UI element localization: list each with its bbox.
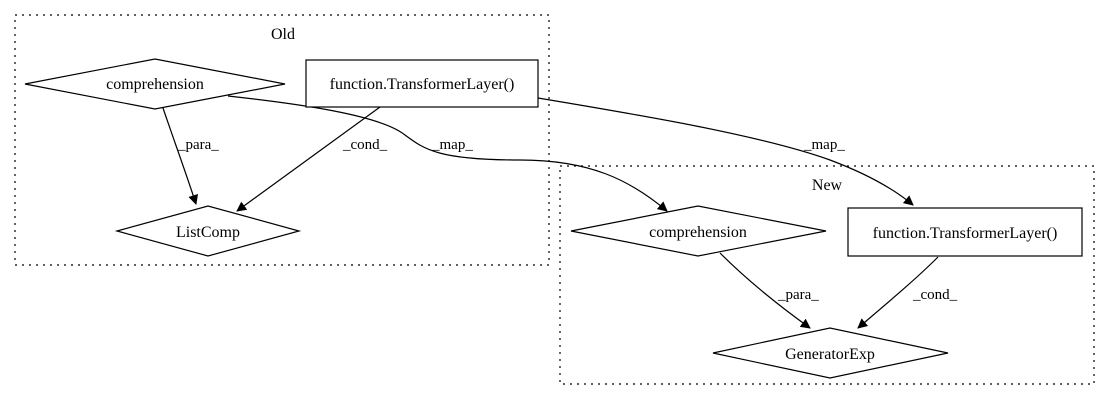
edge-label: _para_	[777, 287, 819, 303]
edge-label: _map_	[803, 137, 845, 153]
node-label: function.TransformerLayer()	[330, 76, 515, 93]
edge-new-transformer-to-generatorexp: _cond_	[857, 256, 958, 329]
diamond-shape	[712, 327, 949, 379]
node-new-generatorexp[interactable]: GeneratorExp	[712, 327, 949, 379]
cluster-new-border	[559, 165, 1095, 385]
edge-path	[161, 104, 198, 205]
edge-old-comprehension-to-new-comprehension: _map_	[227, 95, 668, 212]
diamond-shape	[114, 205, 302, 257]
box-shape	[847, 207, 1083, 257]
node-label: comprehension	[106, 76, 204, 93]
edge-path	[227, 95, 668, 212]
edge-label: _map_	[431, 137, 473, 153]
diamond-shape	[24, 58, 286, 110]
edge-old-transformer-to-listcomp: _cond_	[236, 106, 388, 212]
cluster-old: Old	[14, 14, 550, 266]
edge-new-comprehension-to-generatorexp: _para_	[719, 252, 819, 329]
cluster-new: New	[559, 165, 1095, 385]
node-label: function.TransformerLayer()	[873, 225, 1058, 242]
node-label: comprehension	[649, 224, 747, 241]
diamond-shape	[570, 205, 827, 257]
node-old-transformer[interactable]: function.TransformerLayer()	[305, 59, 539, 108]
edge-old-transformer-to-new-transformer: _map_	[537, 97, 914, 206]
node-new-comprehension[interactable]: comprehension	[570, 205, 827, 257]
cluster-old-border	[14, 14, 550, 266]
edge-path	[857, 256, 939, 329]
node-label: GeneratorExp	[785, 346, 875, 363]
node-label: ListComp	[176, 224, 240, 241]
edge-path	[537, 97, 914, 206]
cluster-new-label: New	[812, 177, 843, 194]
node-old-comprehension[interactable]: comprehension	[24, 58, 286, 110]
cluster-old-label: Old	[271, 26, 295, 43]
edge-label: _cond_	[342, 137, 388, 153]
edge-label: _cond_	[912, 287, 958, 303]
node-new-transformer[interactable]: function.TransformerLayer()	[847, 207, 1083, 257]
edge-path	[236, 106, 381, 212]
box-shape	[305, 59, 539, 108]
node-old-listcomp[interactable]: ListComp	[114, 205, 302, 257]
edge-old-comprehension-to-listcomp: _para_	[161, 104, 219, 205]
edge-label: _para_	[177, 137, 219, 153]
edge-path	[719, 252, 811, 329]
